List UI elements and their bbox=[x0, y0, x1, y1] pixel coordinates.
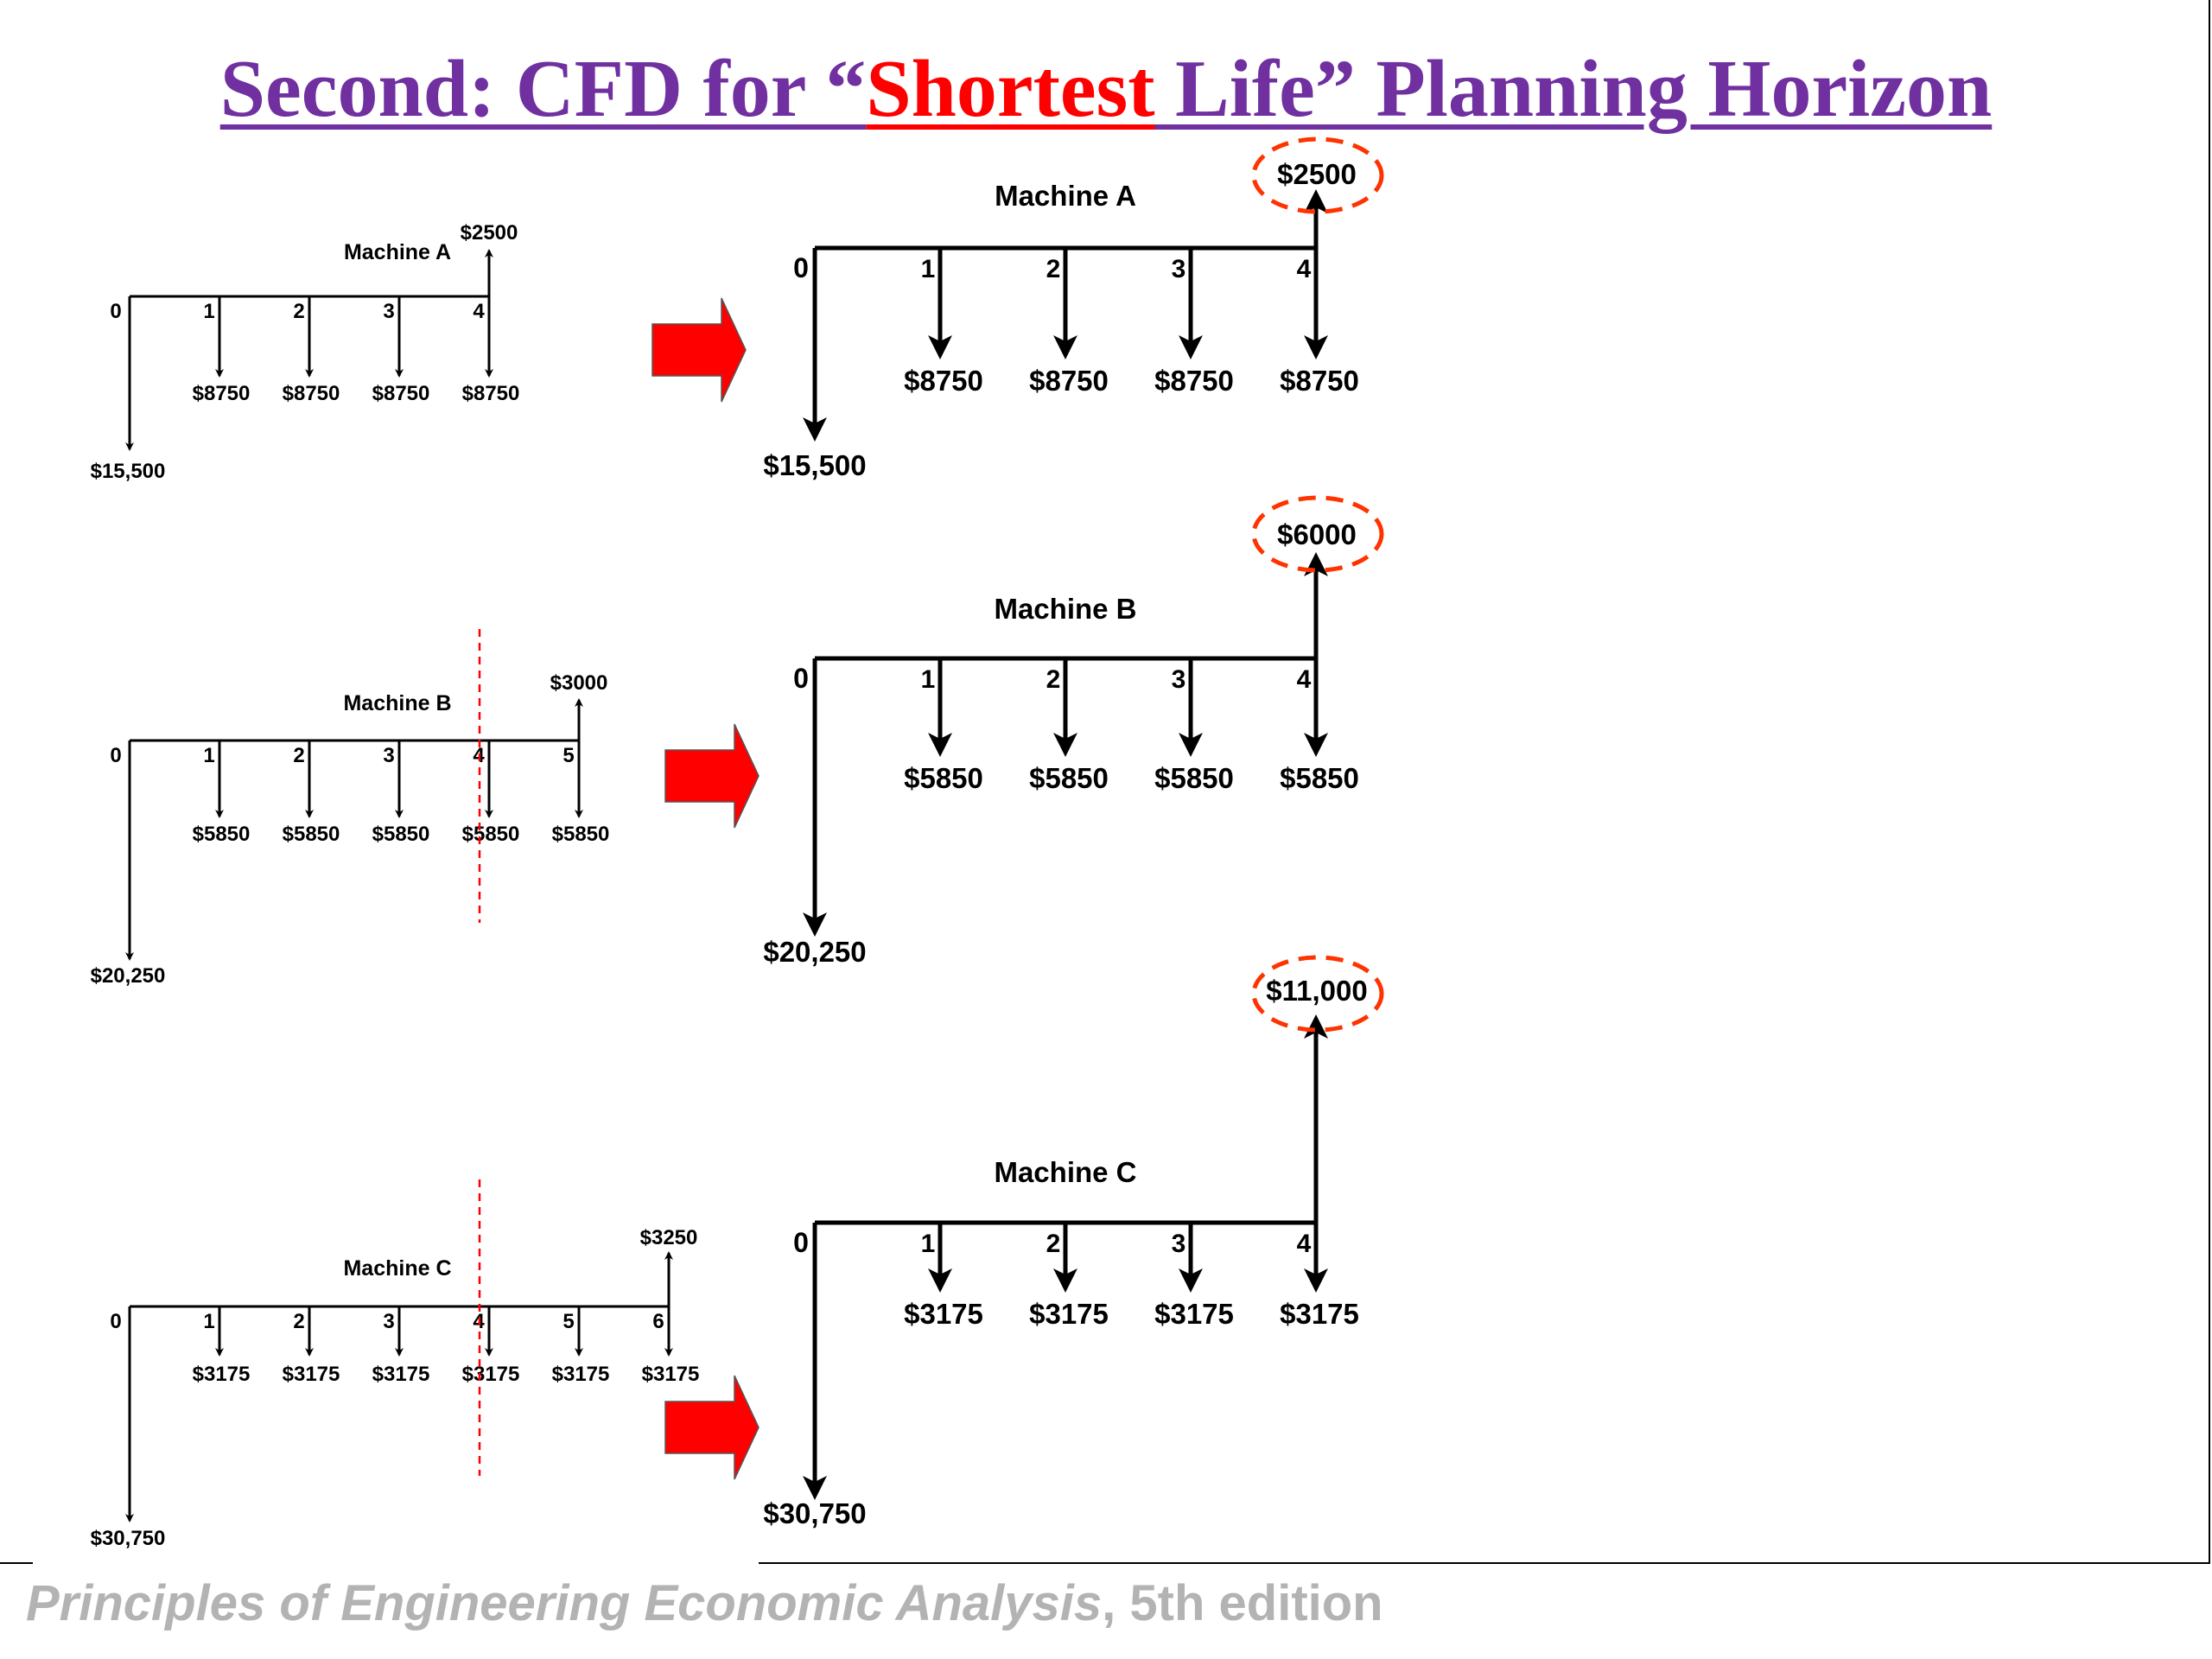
machine-b-orig-cost-label-1: $5850 bbox=[193, 823, 251, 846]
machine-a-short-cost-label-2: $8750 bbox=[1029, 365, 1109, 397]
machine-b-orig-cost-label-4: $5850 bbox=[462, 823, 520, 846]
machine-a-short-period-0: 0 bbox=[793, 252, 809, 283]
machine-c-orig-period-5: 5 bbox=[563, 1310, 574, 1333]
machine-c-orig-cost-label-6: $3175 bbox=[642, 1363, 700, 1386]
machine-a-short-name: Machine A bbox=[995, 180, 1136, 212]
machine-c-short-name: Machine C bbox=[994, 1156, 1136, 1188]
machine-b-orig-cost-label-2: $5850 bbox=[283, 823, 340, 846]
machine-c-short-period-4: 4 bbox=[1297, 1230, 1312, 1258]
machine-b-short-cost-label-3: $5850 bbox=[1154, 762, 1234, 794]
machine-b-orig-period-3: 3 bbox=[383, 744, 394, 767]
machine-b-short-period-4: 4 bbox=[1297, 665, 1312, 694]
machine-b-short-cost-label-2: $5850 bbox=[1029, 762, 1109, 794]
machine-a-short-period-2: 2 bbox=[1046, 255, 1061, 283]
machine-b-orig-period-2: 2 bbox=[293, 744, 304, 767]
machine-c-short-cost-label-3: $3175 bbox=[1154, 1298, 1234, 1330]
machine-c-orig-salvage-label: $3250 bbox=[640, 1226, 698, 1249]
machine-a-short-cost-label-3: $8750 bbox=[1154, 365, 1234, 397]
machine-c-orig-cost-label-2: $3175 bbox=[283, 1363, 340, 1386]
machine-b-orig-period-5: 5 bbox=[563, 744, 574, 767]
machine-b-orig-period-0: 0 bbox=[110, 744, 121, 767]
machine-b-short-name: Machine B bbox=[994, 593, 1136, 625]
machine-b-orig-cost-label-5: $5850 bbox=[552, 823, 610, 846]
slide-frame bbox=[0, 0, 2210, 1564]
machine-a-orig-period-3: 3 bbox=[383, 300, 394, 323]
machine-b-short-initial-label: $20,250 bbox=[763, 936, 866, 968]
machine-c-orig-period-0: 0 bbox=[110, 1310, 121, 1333]
machine-b-short-period-3: 3 bbox=[1172, 665, 1186, 694]
machine-a-short-initial-label: $15,500 bbox=[763, 449, 866, 481]
machine-a-short-cost-label-4: $8750 bbox=[1280, 365, 1359, 397]
machine-a-short-salvage-label: $2500 bbox=[1277, 158, 1357, 190]
machine-c-orig-period-2: 2 bbox=[293, 1310, 304, 1333]
machine-a-orig-cost-label-4: $8750 bbox=[462, 382, 520, 405]
machine-a-short-cost-label-1: $8750 bbox=[904, 365, 983, 397]
machine-c-short-period-2: 2 bbox=[1046, 1230, 1061, 1258]
machine-b-salvage-highlight-circle bbox=[1251, 495, 1384, 573]
machine-c-short-salvage-label: $11,000 bbox=[1266, 975, 1367, 1007]
machine-c-short-cost-label-1: $3175 bbox=[904, 1298, 983, 1330]
machine-b-orig-cost-label-3: $5850 bbox=[372, 823, 430, 846]
footer-mask bbox=[33, 1555, 759, 1569]
machine-c-short-period-1: 1 bbox=[921, 1230, 936, 1258]
machine-a-orig-period-2: 2 bbox=[293, 300, 304, 323]
machine-c-orig-cost-label-5: $3175 bbox=[552, 1363, 610, 1386]
machine-b-short-salvage-label: $6000 bbox=[1277, 518, 1357, 550]
machine-b-short-cost-label-4: $5850 bbox=[1280, 762, 1359, 794]
machine-a-salvage-highlight-circle bbox=[1251, 137, 1384, 214]
machine-a-orig-cost-label-1: $8750 bbox=[193, 382, 251, 405]
machine-c-orig-period-6: 6 bbox=[652, 1310, 664, 1333]
title-part-1: Second: CFD for “ bbox=[219, 44, 867, 134]
machine-c-orig-cost-label-3: $3175 bbox=[372, 1363, 430, 1386]
machine-a-short-period-1: 1 bbox=[921, 255, 936, 283]
title-highlight: Shortest bbox=[866, 44, 1155, 134]
machine-b-short-period-0: 0 bbox=[793, 663, 809, 694]
machine-c-salvage-highlight-circle bbox=[1251, 955, 1384, 1033]
footer-citation: Principles of Engineering Economic Analy… bbox=[26, 1574, 1383, 1632]
machine-a-orig-period-4: 4 bbox=[473, 300, 485, 323]
title-part-2: Life” Planning Horizon bbox=[1154, 44, 1993, 134]
machine-c-short-period-3: 3 bbox=[1172, 1230, 1186, 1258]
machine-c-orig-cost-label-1: $3175 bbox=[193, 1363, 251, 1386]
machine-a-orig-initial-label: $15,500 bbox=[91, 460, 166, 483]
machine-c-short-period-0: 0 bbox=[793, 1227, 809, 1258]
machine-c-transition-arrow bbox=[664, 1375, 760, 1480]
machine-a-orig-period-1: 1 bbox=[203, 300, 214, 323]
machine-c-short-initial-label: $30,750 bbox=[763, 1497, 866, 1529]
machine-b-short-period-2: 2 bbox=[1046, 665, 1061, 694]
machine-a-orig-period-0: 0 bbox=[110, 300, 121, 323]
machine-c-orig-cost-label-4: $3175 bbox=[462, 1363, 520, 1386]
machine-a-orig-salvage-label: $2500 bbox=[461, 221, 518, 245]
machine-b-orig-salvage-label: $3000 bbox=[550, 671, 608, 695]
machine-a-orig-cost-label-3: $8750 bbox=[372, 382, 430, 405]
footer-edition: , 5th edition bbox=[1102, 1575, 1383, 1631]
machine-b-transition-arrow bbox=[664, 723, 760, 829]
machine-b-short-cost-label-1: $5850 bbox=[904, 762, 983, 794]
slide-title: Second: CFD for “Shortest Life” Planning… bbox=[0, 44, 2212, 134]
machine-a-transition-arrow bbox=[652, 297, 747, 403]
machine-c-orig-name: Machine C bbox=[343, 1256, 451, 1281]
machine-c-short-cost-label-2: $3175 bbox=[1029, 1298, 1109, 1330]
machine-b-orig-period-1: 1 bbox=[203, 744, 214, 767]
machine-a-orig-cost-label-2: $8750 bbox=[283, 382, 340, 405]
machine-b-orig-initial-label: $20,250 bbox=[91, 964, 166, 988]
footer-book-title: Principles of Engineering Economic Analy… bbox=[26, 1575, 1103, 1631]
machine-b-short-period-1: 1 bbox=[921, 665, 936, 694]
machine-c-short-cost-label-4: $3175 bbox=[1280, 1298, 1359, 1330]
machine-a-short-period-4: 4 bbox=[1297, 255, 1312, 283]
machine-a-orig-name: Machine A bbox=[344, 240, 451, 264]
machine-b-orig-name: Machine B bbox=[343, 691, 451, 715]
machine-a-short-period-3: 3 bbox=[1172, 255, 1186, 283]
machine-c-orig-period-3: 3 bbox=[383, 1310, 394, 1333]
machine-c-orig-initial-label: $30,750 bbox=[91, 1527, 166, 1550]
machine-c-orig-period-1: 1 bbox=[203, 1310, 214, 1333]
